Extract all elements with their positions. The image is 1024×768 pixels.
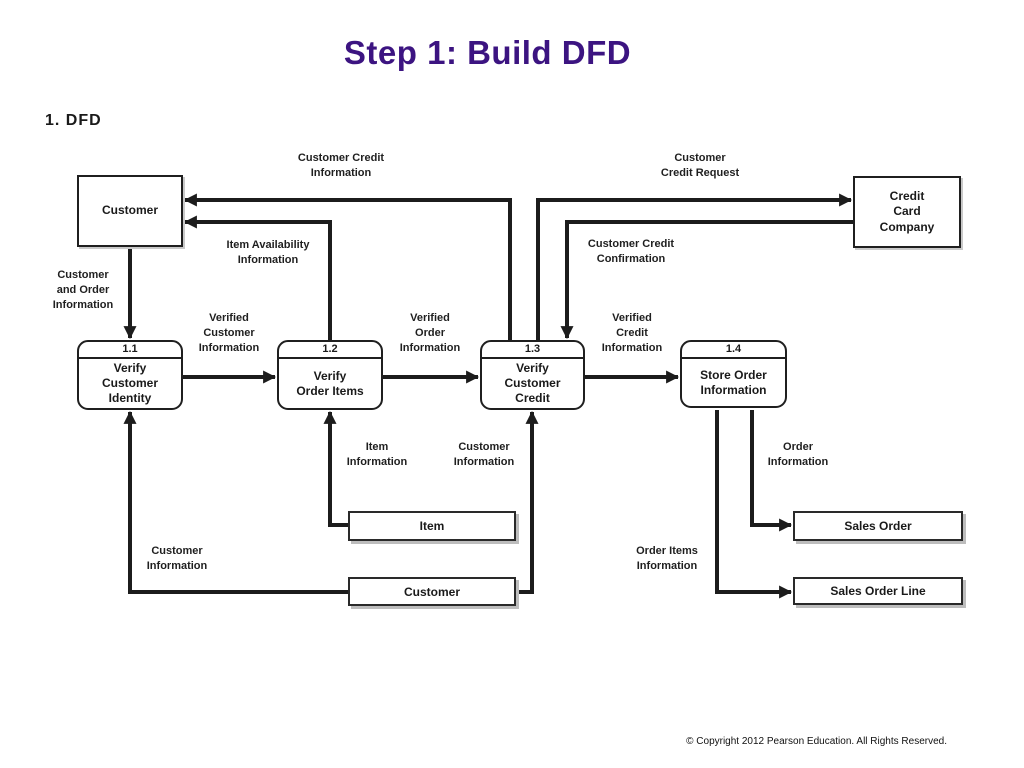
flow-label-customer-and-order-information: Customer and Order Information: [52, 269, 114, 312]
entity-customer: Customer: [77, 175, 183, 247]
flow-label-customer-credit-confirmation: Customer Credit Confirmation: [587, 238, 675, 266]
flow-label-customer-credit-request: Customer Credit Request: [660, 152, 740, 180]
flow-arrow-order-information: [750, 410, 793, 532]
flow-label-item-information: Item Information: [346, 441, 408, 469]
flow-arrow-order-items-information: [715, 410, 793, 599]
step-label: 1. DFD: [45, 112, 102, 129]
flow-label-order-items-information: Order Items Information: [636, 545, 698, 573]
process-1-1-verify-customer-identity: 1.1 Verify Customer Identity: [77, 340, 183, 410]
flow-label-item-availability-information: Item Availability Information: [226, 239, 310, 267]
flow-label-verified-order-information: Verified Order Information: [399, 312, 461, 355]
flow-label-order-information: Order Information: [767, 441, 829, 469]
store-sales-order: Sales Order: [793, 511, 963, 541]
process-1-2-verify-order-items: 1.2 Verify Order Items: [277, 340, 383, 410]
store-item: Item: [348, 511, 516, 541]
process-label: Verify Customer Credit: [504, 361, 561, 405]
page-title: Step 1: Build DFD: [343, 34, 632, 71]
store-customer: Customer: [348, 577, 516, 606]
flow-arrow-item-availability-information: [183, 215, 332, 340]
flow-arrow-item-information: [323, 410, 348, 527]
process-number: 1.3: [482, 342, 583, 359]
entity-credit-card-company: Credit Card Company: [853, 176, 961, 248]
flow-label-verified-customer-information: Verified Customer Information: [198, 312, 260, 355]
process-label: Verify Order Items: [296, 368, 364, 398]
process-1-4-store-order-information: 1.4 Store Order Information: [680, 340, 787, 408]
flow-label-customer-credit-information: Customer Credit Information: [297, 152, 385, 180]
flow-arrow-customer-information-to-1-3: [516, 410, 539, 594]
process-number: 1.2: [279, 342, 381, 359]
flow-arrow-customer-information-to-1-1: [123, 410, 348, 594]
store-sales-order-line: Sales Order Line: [793, 577, 963, 605]
flow-label-customer-information-left: Customer Information: [146, 545, 208, 573]
flow-label-verified-credit-information: Verified Credit Information: [601, 312, 663, 355]
process-1-3-verify-customer-credit: 1.3 Verify Customer Credit: [480, 340, 585, 410]
process-label: Verify Customer Identity: [101, 361, 158, 405]
process-label: Store Order Information: [700, 367, 767, 397]
process-number: 1.1: [79, 342, 181, 359]
flow-arrow-customer-credit-information: [183, 193, 512, 340]
process-number: 1.4: [682, 342, 785, 359]
copyright-text: © Copyright 2012 Pearson Education. All …: [686, 736, 947, 747]
flow-arrow-customer-credit-request: [536, 193, 853, 340]
flow-arrow-customer-credit-confirmation: [560, 220, 853, 340]
flow-label-customer-information-right: Customer Information: [453, 441, 515, 469]
